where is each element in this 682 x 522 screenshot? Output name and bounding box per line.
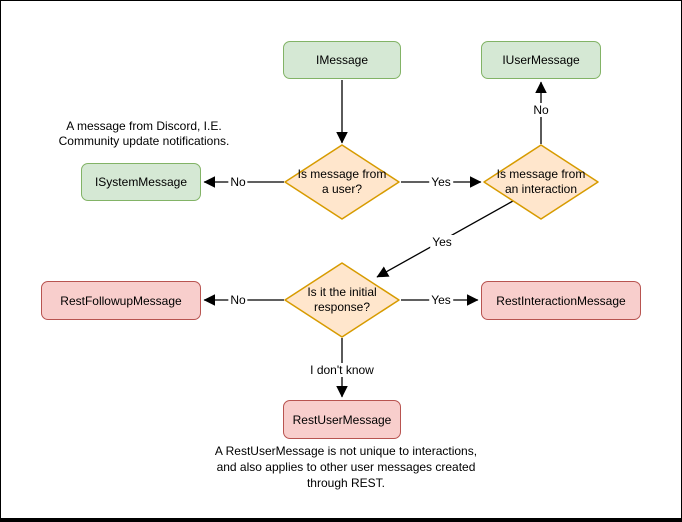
node-restinteractionmessage: RestInteractionMessage [481, 281, 641, 320]
node-restusermessage: RestUserMessage [283, 400, 401, 439]
edge-label-yes-interaction: Yes [429, 175, 453, 189]
decision-label-is-message-from-user: Is message from a user? [297, 167, 387, 196]
edge-label-no-usermessage: No [531, 103, 551, 117]
edge-label-yes-initial-response: Yes [430, 235, 454, 249]
edge-label-yes-interactionmessage: Yes [429, 293, 453, 307]
node-imessage: IMessage [283, 41, 401, 79]
edge-label-no-followup: No [228, 293, 248, 307]
edge-label-no-systemmessage: No [228, 175, 248, 189]
node-restfollowupmessage: RestFollowupMessage [41, 281, 201, 320]
decision-label-is-initial-response: Is it the initial response? [307, 285, 377, 314]
decision-is-initial-response [284, 262, 400, 338]
note-restusermessage: A RestUserMessage is not unique to inter… [214, 444, 478, 490]
decision-is-message-from-user [284, 144, 400, 220]
node-isystemmessage: ISystemMessage [81, 163, 201, 201]
node-iusermessage: IUserMessage [481, 41, 601, 79]
decision-is-message-from-interaction [483, 144, 599, 220]
decision-label-is-message-from-interaction: Is message from an interaction [496, 167, 586, 196]
note-systemmessage: A message from Discord, I.E. Community u… [58, 119, 230, 148]
edge-label-idontknow: I don't know [308, 363, 376, 377]
